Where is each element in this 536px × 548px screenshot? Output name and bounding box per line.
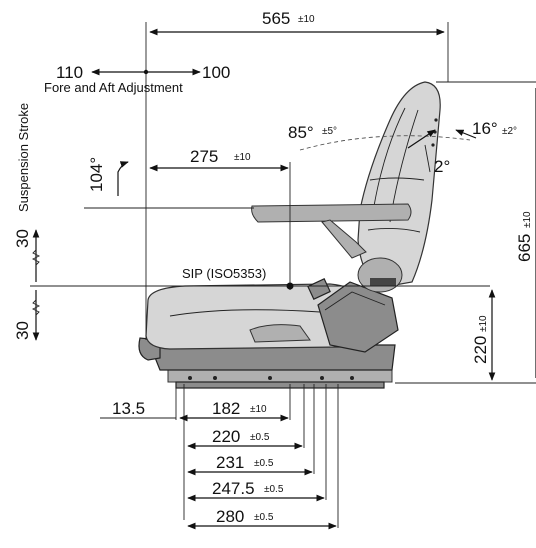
mount-280-value: 280 [216,507,244,526]
backrest-tilt-tol: ±2° [502,126,517,137]
overall-height-value: 665 [515,234,534,262]
mount-182-value: 182 [212,399,240,418]
mount-247-value: 247.5 [212,479,255,498]
seat-illustration [138,81,441,389]
suspension-up-value: 30 [13,229,32,248]
overall-length-tol: ±10 [298,14,315,25]
dimension-lines [30,22,536,530]
suspension-down-value: 30 [13,321,32,340]
rail-bolts [188,376,354,380]
sip-label: SIP (ISO5353) [182,266,266,281]
dimension-labels: 565 ±10 110 100 Fore and Aft Adjustment … [13,9,534,526]
fore-aft-label: Fore and Aft Adjustment [44,80,183,95]
armrest-tilt-value: 2° [434,157,450,176]
fore-aft-min: 110 [56,63,83,82]
mount-280-tol: ±0.5 [254,512,274,523]
armrest [251,203,412,223]
mount-182-tol: ±10 [250,404,267,415]
armrest-angle-value: 104° [87,157,106,192]
backrest-tilt-value: 16° [472,119,498,138]
sip-point [286,282,294,290]
shock-absorber-block [317,281,399,353]
backrest [357,81,441,289]
mount-247-tol: ±0.5 [264,484,284,495]
left-offset-value: 13.5 [112,399,145,418]
mount-220-tol: ±0.5 [250,432,270,443]
backrest-pivot [357,257,403,293]
armrest-length-tol: ±10 [234,152,251,163]
sip-height-tol: ±10 [478,315,489,332]
mount-231-value: 231 [216,453,244,472]
overall-height-tol: ±10 [522,211,533,228]
armrest-length-value: 275 [190,147,218,166]
suspension-stroke-label: Suspension Stroke [16,103,31,212]
fore-aft-max: 100 [202,63,230,82]
backrest-angle-tol: ±5° [322,126,337,137]
sip-height-value: 220 [471,336,490,364]
overall-length-value: 565 [262,9,290,28]
backrest-angle-value: 85° [288,123,314,142]
mount-220-value: 220 [212,427,240,446]
mount-231-tol: ±0.5 [254,458,274,469]
